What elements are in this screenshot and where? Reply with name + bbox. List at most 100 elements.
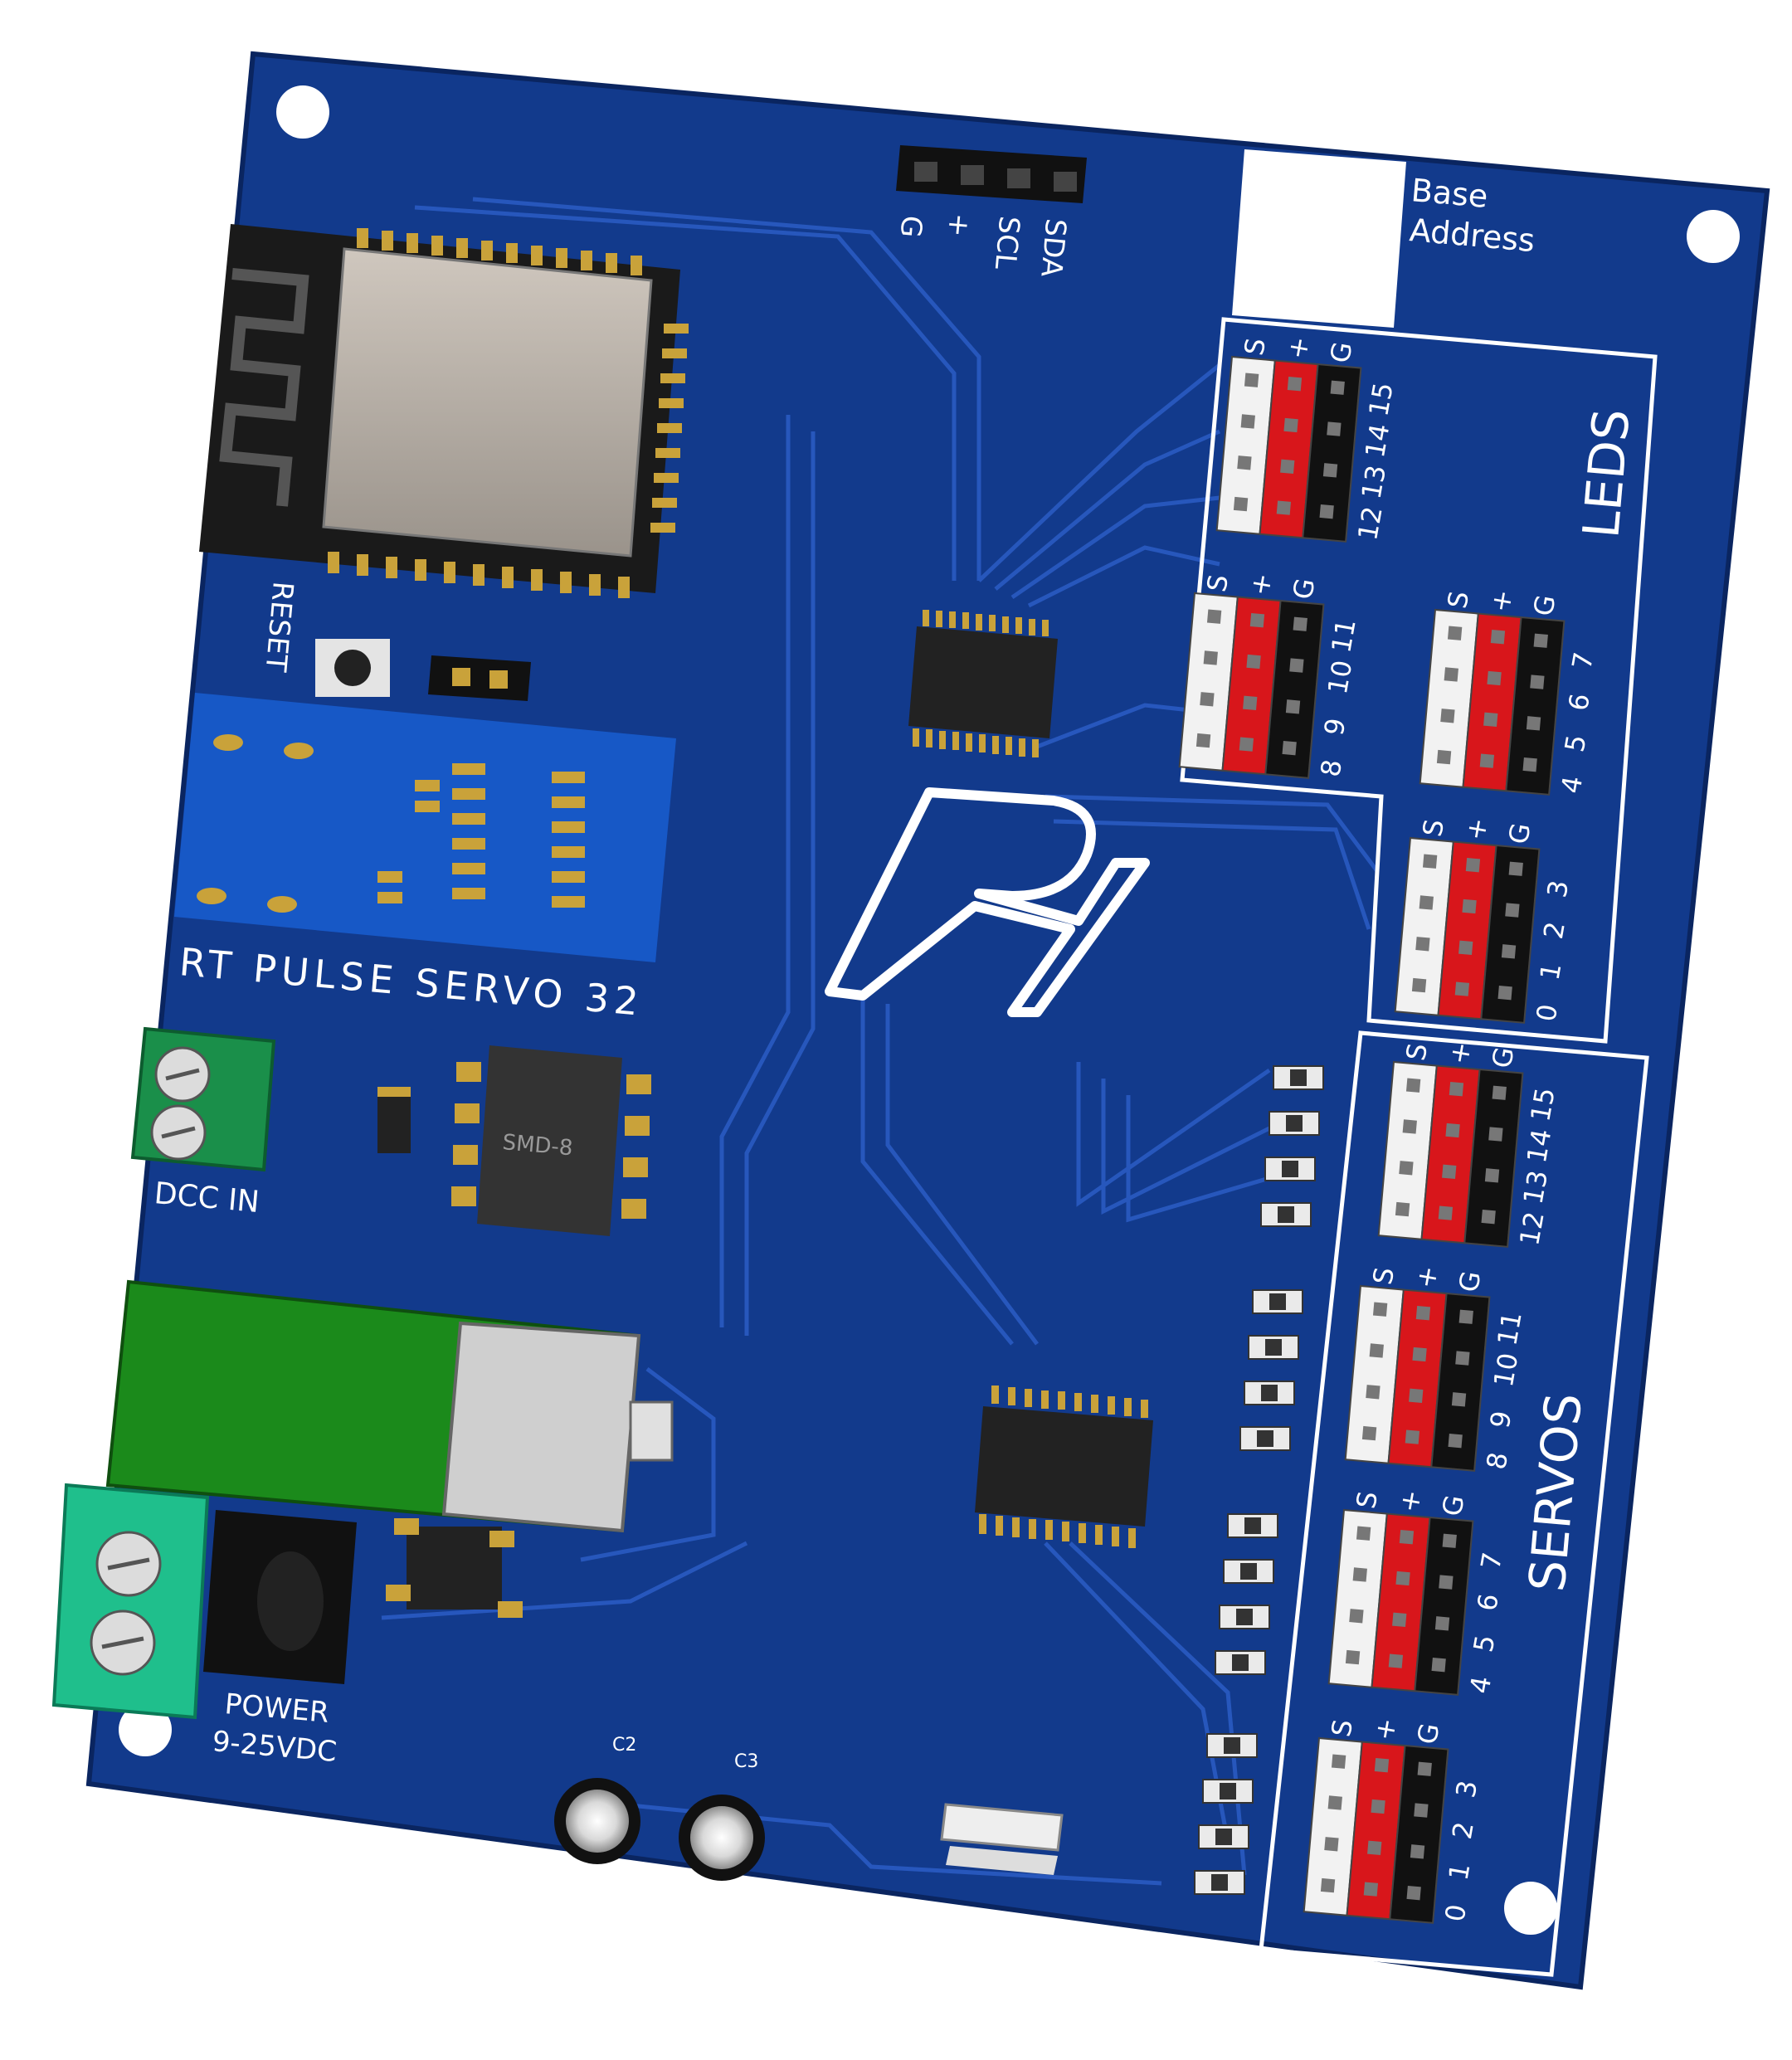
- rt-logo-icon: [825, 787, 1150, 1017]
- pin: [1203, 650, 1218, 665]
- pin-row: [1430, 1292, 1491, 1472]
- resistor-body: [1278, 1206, 1294, 1223]
- power-terminal: [51, 1483, 357, 1720]
- capacitor-c3: [679, 1795, 765, 1881]
- pin-row: [1302, 363, 1362, 543]
- pin: [1276, 500, 1292, 515]
- resistor-body: [1244, 1517, 1261, 1534]
- resistor-body: [1236, 1609, 1253, 1625]
- pin: [1331, 1754, 1346, 1769]
- pin: [1244, 373, 1259, 387]
- c2-label: C2: [612, 1735, 636, 1756]
- resistor-body: [1265, 1339, 1282, 1356]
- pin: [1195, 733, 1211, 748]
- pin: [1526, 716, 1541, 731]
- jumper: [428, 655, 531, 701]
- pin: [1287, 377, 1303, 392]
- pin: [1405, 1078, 1421, 1093]
- pin: [1465, 858, 1481, 873]
- pin: [1239, 737, 1254, 752]
- pin: [1330, 380, 1345, 395]
- pin-legend-label: +: [1410, 1264, 1444, 1291]
- resistor-body: [1261, 1385, 1278, 1401]
- pin: [1522, 757, 1537, 772]
- pin: [1442, 1533, 1457, 1548]
- leds-label: LEDS: [1572, 407, 1641, 540]
- servos-frame: [1259, 1030, 1649, 1977]
- pin: [1388, 1653, 1404, 1668]
- pin: [1363, 1882, 1379, 1897]
- pin: [1406, 1885, 1421, 1901]
- pin: [1487, 670, 1502, 686]
- pin: [1352, 1567, 1367, 1582]
- pin: [1497, 985, 1512, 1001]
- pin: [1369, 1343, 1384, 1358]
- pin: [1372, 1302, 1388, 1317]
- smd8-chip: SMD-8: [451, 1045, 651, 1236]
- dcc-in-terminal: [130, 1026, 276, 1172]
- pin: [1349, 1609, 1364, 1624]
- pin-row: [1505, 616, 1566, 796]
- resistor-body: [1220, 1783, 1236, 1799]
- i2c-pin-sda-label: SDA: [1034, 217, 1072, 279]
- resistor-body: [1232, 1654, 1249, 1671]
- pin: [1233, 496, 1249, 512]
- pin: [1410, 1844, 1425, 1859]
- pin: [1283, 417, 1298, 433]
- pin: [1422, 854, 1438, 869]
- pin-legend-label: +: [1459, 816, 1494, 843]
- channel-number: 12: [1513, 1209, 1550, 1248]
- resistor-body: [1290, 1069, 1307, 1086]
- channel-number: 13: [1517, 1168, 1554, 1207]
- pin: [1345, 1649, 1361, 1665]
- pin: [1438, 1205, 1454, 1220]
- pin: [1419, 895, 1434, 910]
- pin: [1412, 1347, 1427, 1362]
- pin: [1319, 504, 1334, 519]
- mounting-hole: [276, 85, 329, 139]
- channel-number: 10: [1322, 658, 1358, 697]
- channel-number: 10: [1488, 1351, 1524, 1390]
- pin-legend-label: +: [1393, 1488, 1428, 1515]
- i2c-header: G + SCL SDA: [894, 145, 1087, 279]
- pin: [1442, 1164, 1457, 1179]
- pin: [1447, 626, 1463, 640]
- pin: [1399, 1530, 1415, 1545]
- pin: [1374, 1758, 1390, 1773]
- reset-label: RESET: [259, 580, 299, 673]
- channel-number: 12: [1351, 504, 1388, 543]
- bridge-rectifier: [386, 1518, 523, 1618]
- resistor-body: [1224, 1737, 1240, 1754]
- pin: [1414, 1803, 1429, 1818]
- resistor-body: [1269, 1293, 1286, 1310]
- pin: [1436, 749, 1452, 765]
- channel-number: 15: [1362, 380, 1399, 419]
- pin: [1327, 421, 1342, 436]
- pin: [1200, 692, 1215, 707]
- pin: [1434, 1616, 1450, 1631]
- pin: [1282, 740, 1297, 756]
- pin: [1322, 463, 1338, 478]
- pin: [1293, 616, 1307, 631]
- pin: [1508, 861, 1523, 876]
- channel-number: 14: [1521, 1127, 1557, 1166]
- capacitor-c2: [554, 1778, 640, 1864]
- pin: [1431, 1657, 1446, 1673]
- power-module: [105, 1279, 674, 1533]
- pin: [1505, 903, 1520, 918]
- pin: [1399, 1161, 1414, 1176]
- pin: [1439, 1575, 1454, 1590]
- channel-number: 11: [1491, 1309, 1527, 1348]
- pin: [1289, 658, 1304, 673]
- c3-label: C3: [734, 1751, 758, 1772]
- pin: [1454, 981, 1470, 996]
- i2c-pin-g-label: G: [894, 214, 928, 239]
- pin: [1415, 1306, 1431, 1321]
- pin: [1395, 1571, 1410, 1586]
